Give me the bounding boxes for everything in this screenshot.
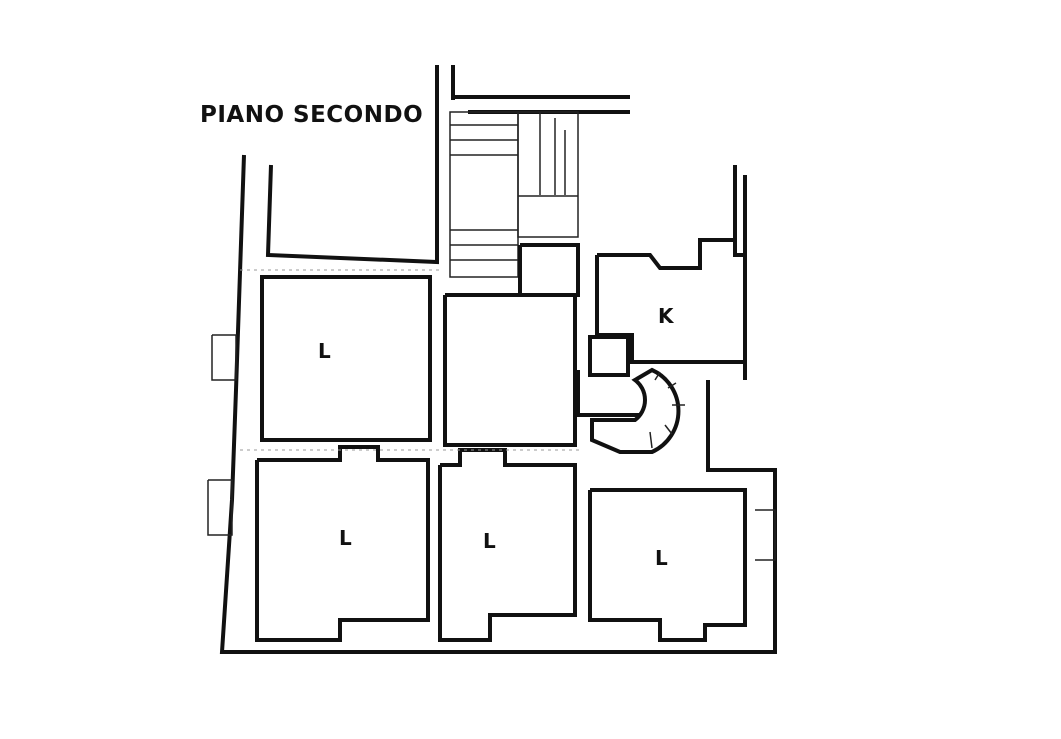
- room-label: L: [339, 526, 352, 550]
- spiral-stair: [590, 367, 681, 454]
- room-living-1: [260, 275, 432, 442]
- room-label: L: [655, 546, 668, 570]
- room-label: L: [483, 529, 496, 553]
- room-label: K: [658, 304, 675, 328]
- floor-title: PIANO SECONDO: [200, 102, 424, 128]
- room-label: L: [318, 339, 331, 363]
- rooms: [240, 238, 776, 642]
- room-labels: L K L L L: [318, 304, 675, 570]
- room-hall: [443, 293, 577, 447]
- outer-walls: [207, 65, 777, 654]
- room-kitchen: [595, 238, 747, 364]
- room-living-3: [438, 448, 577, 642]
- stairs: [449, 111, 579, 278]
- room-living-2: [255, 445, 430, 642]
- room-living-4: [588, 488, 747, 642]
